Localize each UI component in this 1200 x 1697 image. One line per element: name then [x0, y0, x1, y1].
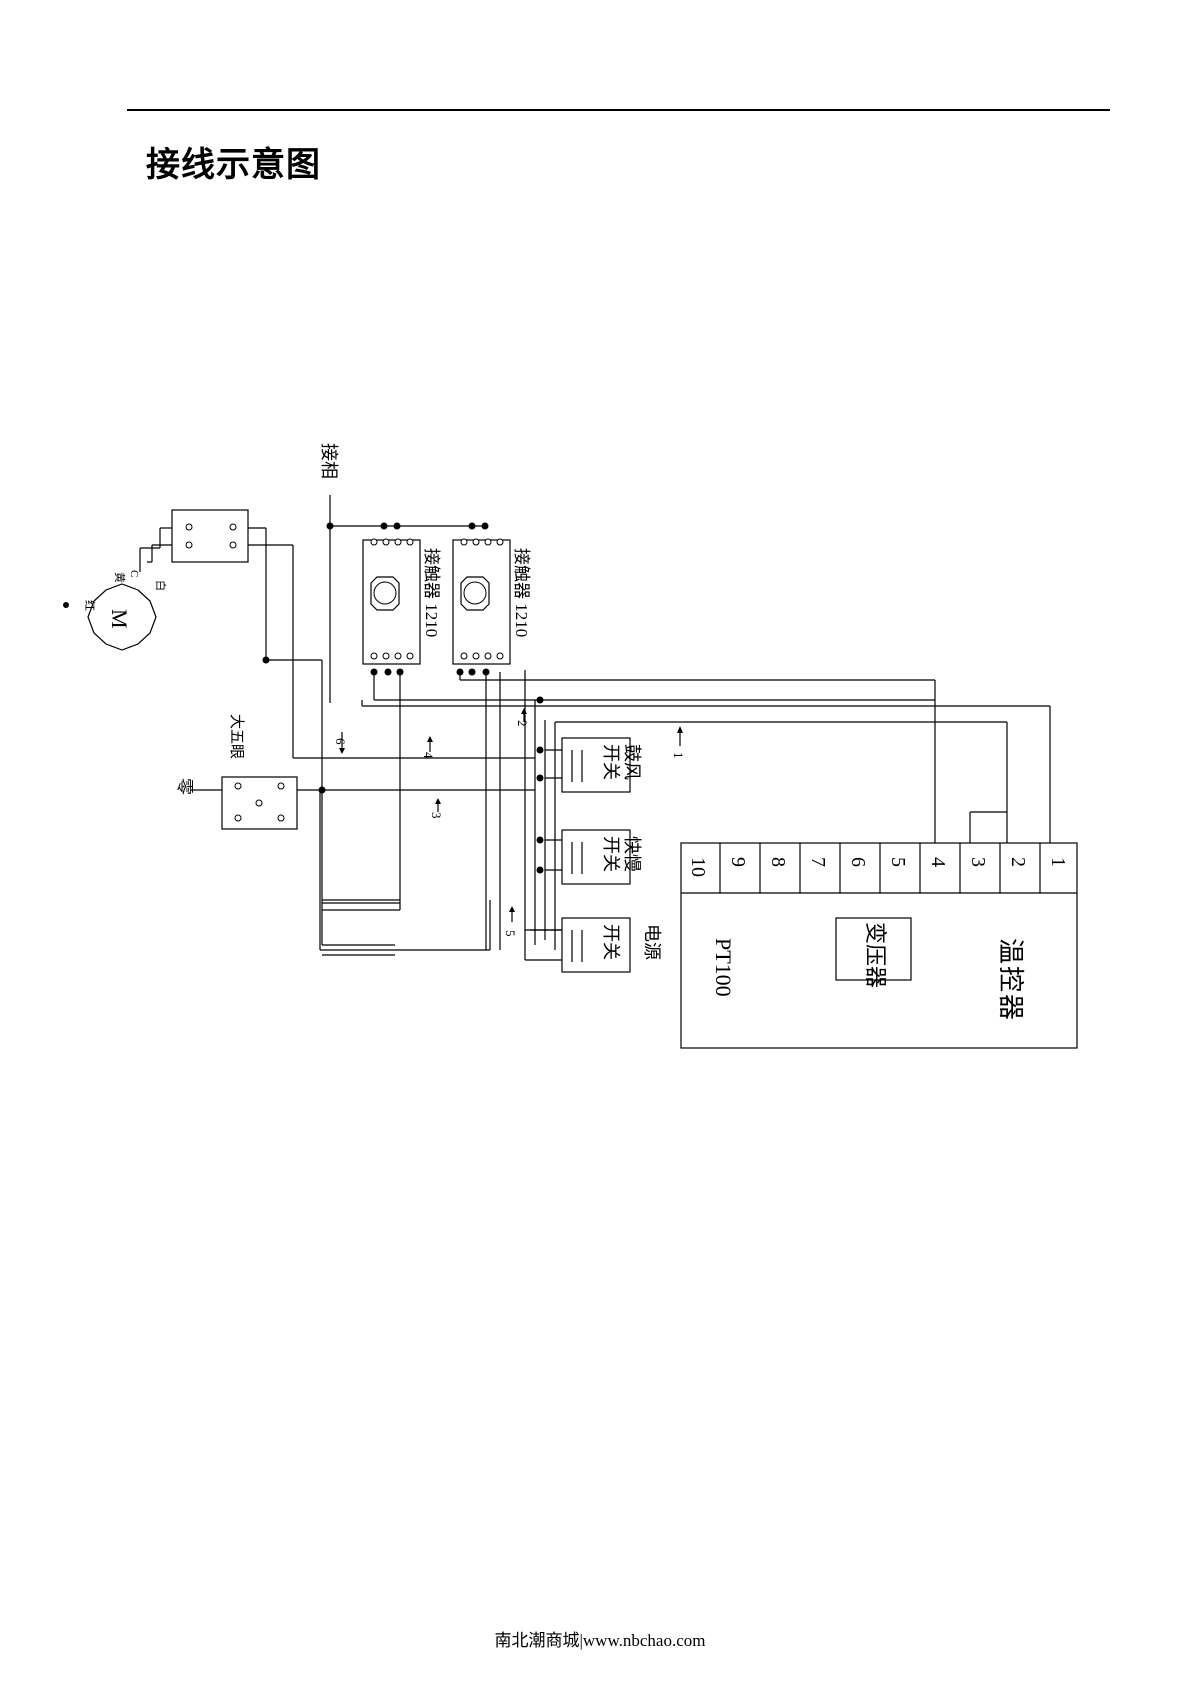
terminal-6: 6	[847, 857, 869, 867]
terminal-9: 9	[727, 857, 749, 867]
svg-text:2: 2	[515, 720, 530, 727]
switch-speed-label-top: 快慢	[622, 836, 642, 872]
motor-wire-yellow: 黄	[113, 572, 127, 583]
contactor-2: 接触器 1210	[452, 538, 531, 665]
sensor-label: PT100	[711, 938, 736, 997]
footer-text: 南北潮商城|www.nbchao.com	[494, 1631, 706, 1650]
terminal-4: 4	[927, 857, 949, 867]
svg-text:1: 1	[671, 752, 686, 759]
motor-label: M	[107, 609, 132, 629]
svg-text:3: 3	[429, 812, 444, 819]
switch-power-label-top: 电源	[642, 924, 662, 960]
temperature-controller: 10 9 8 7 6 5 4 3 2 1 变压器 温控器 PT100	[680, 842, 1078, 1049]
wire-number-6: 6	[333, 732, 348, 754]
switch-speed: 快慢 开关	[561, 829, 642, 885]
switch-blower-label-bottom: 开关	[601, 744, 621, 780]
terminal-5: 5	[887, 857, 909, 867]
switch-blower: 鼓风 开关	[561, 737, 642, 793]
wire-number-3: 3	[429, 798, 444, 819]
motor-connector	[171, 509, 249, 563]
wire-number-1: 1	[671, 726, 686, 759]
contactor-1: 接触器 1210	[362, 538, 441, 665]
motor-wire-white: 白	[154, 580, 168, 591]
page-title: 接线示意图	[146, 145, 321, 185]
transformer-label: 变压器	[863, 922, 888, 988]
wire-number-4: 4	[421, 736, 436, 759]
contactor-2-label: 接触器 1210	[512, 548, 531, 637]
transformer	[835, 917, 912, 981]
wire-number-2: 2	[515, 708, 530, 727]
motor-wire-red: 红	[83, 600, 96, 611]
svg-text:6: 6	[333, 738, 348, 745]
switch-power-label-bottom: 开关	[601, 924, 621, 960]
svg-text:4: 4	[421, 752, 436, 759]
wire-number-5: 5	[503, 906, 518, 937]
terminal-2: 2	[1007, 857, 1029, 867]
contactor-1-label: 接触器 1210	[422, 548, 441, 637]
top-rule	[127, 109, 1110, 111]
terminal-1: 1	[1047, 857, 1069, 867]
junction-dots	[63, 522, 544, 874]
terminal-3: 3	[967, 857, 989, 867]
motor-wire-c: C	[128, 570, 140, 577]
socket-label: 大五眼	[228, 714, 245, 759]
socket: 大五眼	[221, 714, 298, 830]
svg-text:5: 5	[503, 930, 518, 937]
terminal-7: 7	[807, 857, 829, 867]
wires	[139, 495, 1051, 961]
terminal-8: 8	[767, 857, 789, 867]
terminal-10: 10	[687, 857, 709, 877]
switch-power: 电源 开关	[561, 917, 662, 973]
motor: M 红 黄 白 C	[83, 570, 168, 651]
switch-speed-label-bottom: 开关	[601, 836, 621, 872]
controller-label: 温控器	[996, 938, 1025, 1022]
phase-label: 接相	[319, 443, 339, 479]
neutral-label: 零	[175, 778, 194, 795]
switch-blower-label-top: 鼓风	[622, 744, 642, 780]
